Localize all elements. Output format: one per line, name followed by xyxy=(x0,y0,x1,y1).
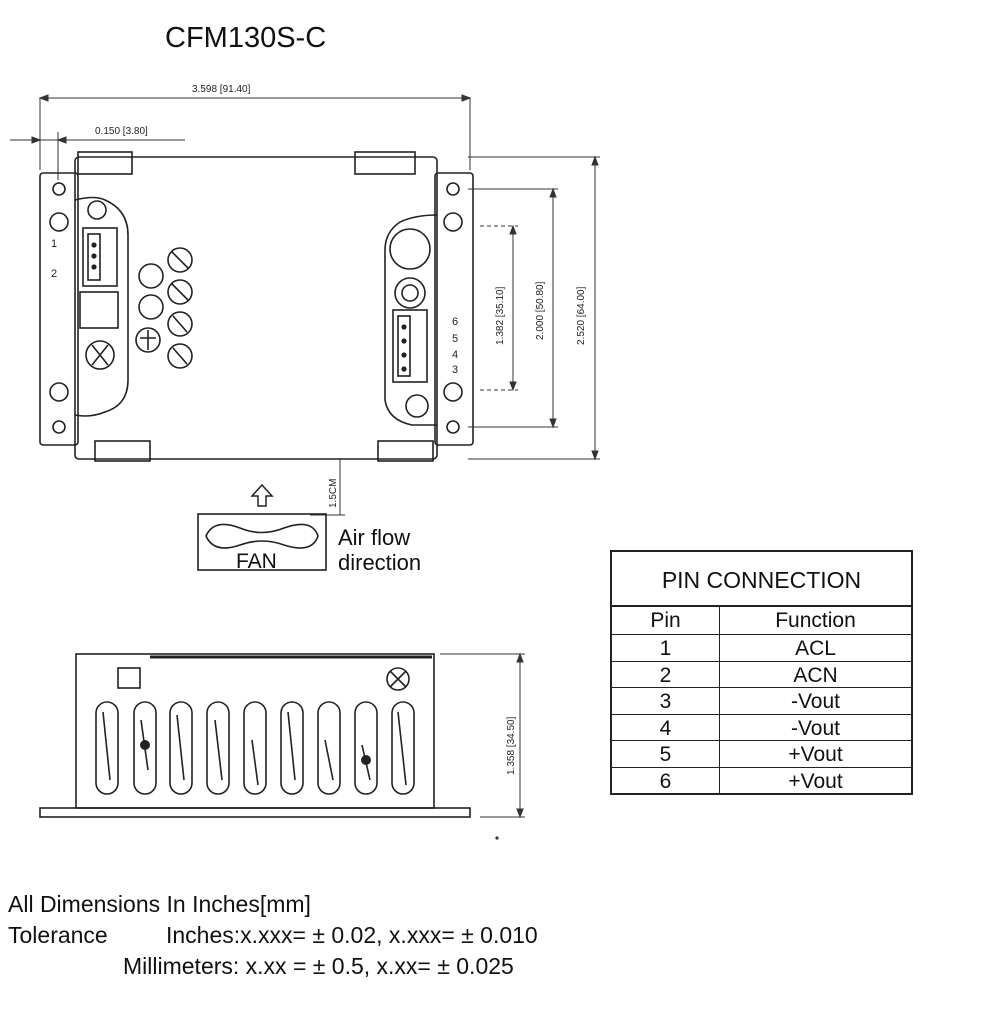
side-view-body xyxy=(75,653,435,809)
notes-line2: Tolerance Inches:x.xxx= ± 0.02, x.xxx= ± … xyxy=(8,920,538,951)
airflow-line2: direction xyxy=(338,550,422,575)
fan-box xyxy=(197,513,327,571)
pin-table-header: Pin Function xyxy=(612,607,911,635)
header-function: Function xyxy=(775,609,856,632)
tolerance-label: Tolerance xyxy=(8,922,108,948)
airflow-line1: Air flow xyxy=(338,525,411,550)
right-pin-label: 4 xyxy=(452,349,458,361)
dim-mount-offset: 0.150 [3.80] xyxy=(95,126,148,137)
dim-side-height: 1.358 [34.50] xyxy=(506,716,517,775)
notes-line1: All Dimensions In Inches[mm] xyxy=(8,891,311,917)
airflow-label: Air flow direction xyxy=(338,525,421,575)
table-row: 5 +Vout xyxy=(612,741,911,768)
tolerance-inches: Inches:x.xxx= ± 0.02, x.xxx= ± 0.010 xyxy=(166,922,538,948)
dim-inner-height-small: 1.382 [35.10] xyxy=(495,286,506,345)
table-row: 2 ACN xyxy=(612,661,911,688)
table-row: 3 -Vout xyxy=(612,688,911,715)
right-pin-label: 6 xyxy=(452,316,458,328)
pin-cell: 3 xyxy=(612,688,720,714)
output-connector xyxy=(392,309,428,383)
pin-cell: 5 xyxy=(612,741,720,767)
table-row: 4 -Vout xyxy=(612,714,911,741)
function-cell: ACL xyxy=(795,637,836,660)
pin-cell: 6 xyxy=(612,767,720,793)
side-view-base-plate xyxy=(39,807,471,818)
dimension-notes: All Dimensions In Inches[mm] Tolerance In… xyxy=(8,889,538,982)
right-pin-label: 3 xyxy=(452,364,458,376)
function-cell: -Vout xyxy=(790,716,841,740)
dim-overall-height: 2.520 [64.00] xyxy=(576,286,587,345)
table-row: 6 +Vout xyxy=(612,767,911,793)
dim-overall-width: 3.598 [91.40] xyxy=(192,84,251,95)
fan-label: FAN xyxy=(236,550,277,573)
function-cell: -Vout xyxy=(790,690,841,713)
table-row: 1 ACL xyxy=(612,635,911,662)
function-cell: ACN xyxy=(793,663,838,687)
pin-table-title: PIN CONNECTION xyxy=(612,552,911,607)
header-pin: Pin xyxy=(612,607,720,634)
function-cell: +Vout xyxy=(788,769,843,793)
drawing-title: CFM130S-C xyxy=(165,22,327,54)
right-mounting-flange xyxy=(434,172,474,446)
top-view-body xyxy=(74,156,438,460)
pin-cell: 4 xyxy=(612,714,720,740)
input-connector xyxy=(82,227,118,287)
left-mounting-flange xyxy=(39,172,79,446)
dim-fan-clearance: 1.5CM xyxy=(328,479,339,508)
fan-icon xyxy=(205,523,319,549)
left-pin-label: 1 xyxy=(51,238,57,250)
notes-line3: Millimeters: x.xx = ± 0.5, x.xx= ± 0.025 xyxy=(123,953,514,979)
function-cell: +Vout xyxy=(788,743,843,766)
pin-cell: 2 xyxy=(612,661,720,687)
right-pin-label: 5 xyxy=(452,333,458,345)
pin-connection-table: PIN CONNECTION Pin Function 1 ACL 2 ACN … xyxy=(610,550,913,795)
airflow-arrow-icon xyxy=(250,483,274,507)
pin-cell: 1 xyxy=(612,635,720,661)
dim-inner-height-mid: 2.000 [50.80] xyxy=(535,281,546,340)
left-pin-label: 2 xyxy=(51,268,57,280)
